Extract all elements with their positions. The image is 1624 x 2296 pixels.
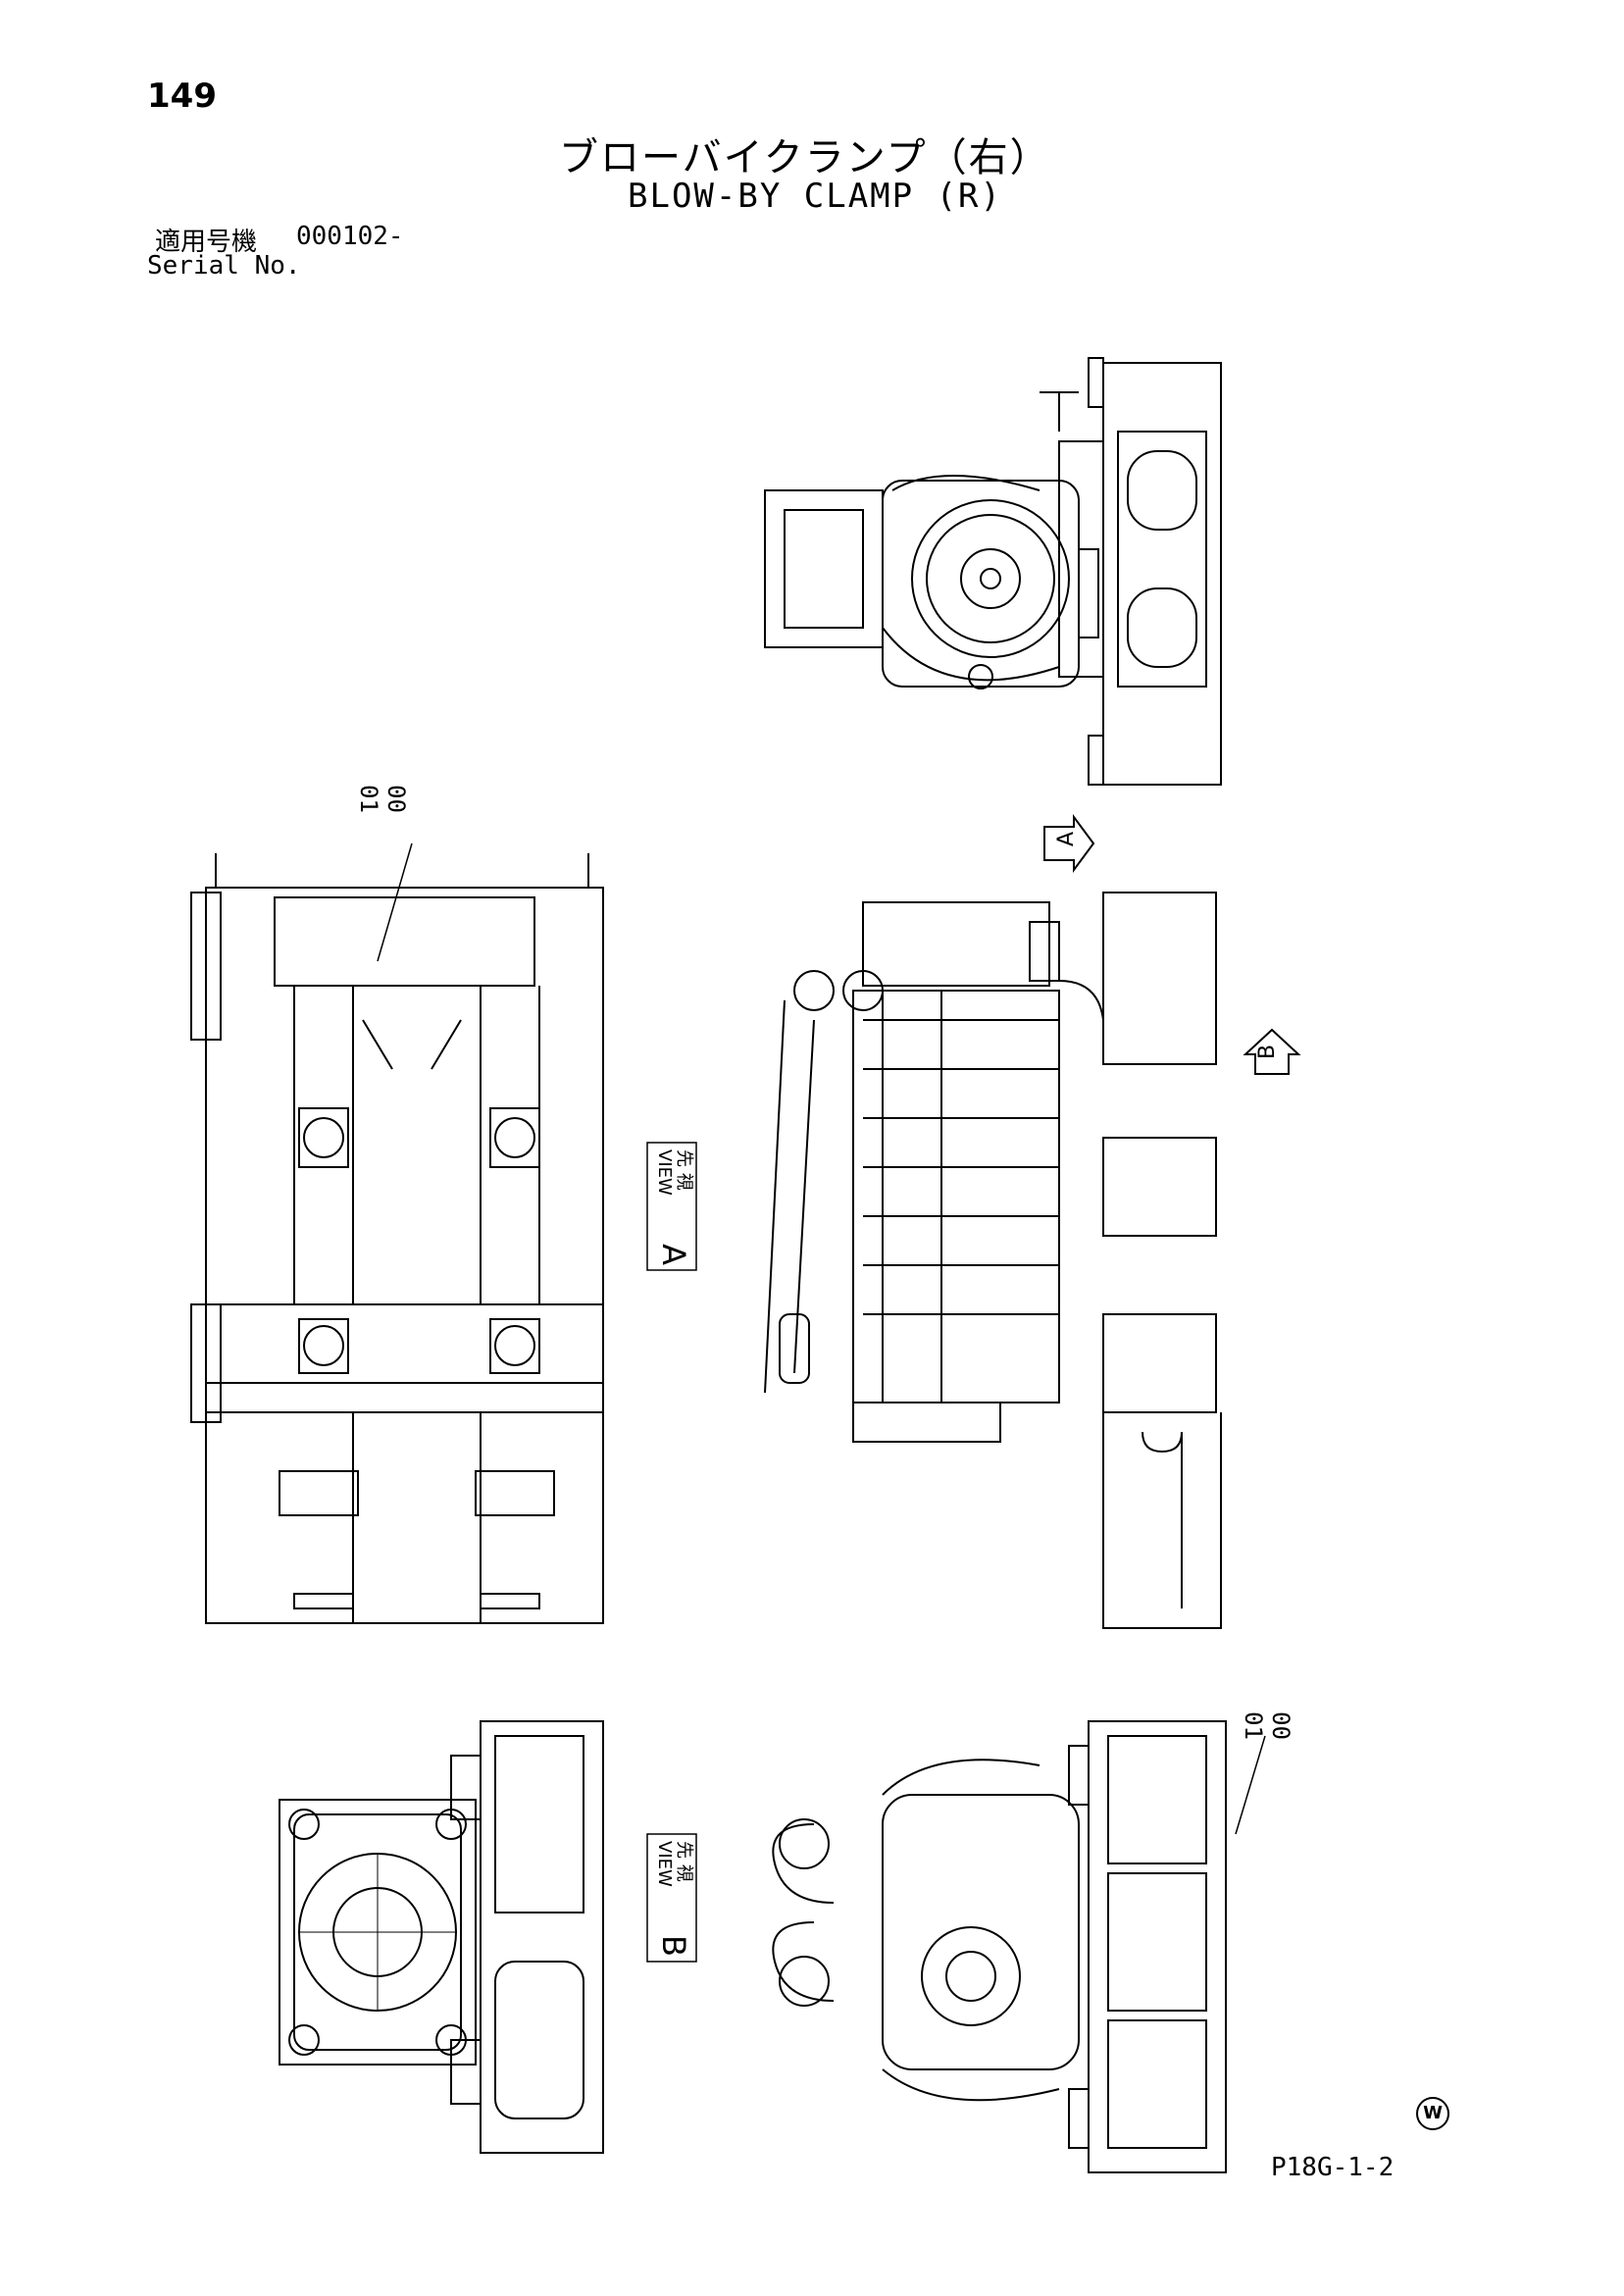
callout-bottom-right-00: 00 [1267,1711,1294,1740]
serial-value: 000102- [296,222,404,251]
view-b-letter: B [655,1935,692,1957]
callout-top-left-labels: 00 01 [355,785,410,813]
view-b-label: 先 視 VIEW B [651,1837,696,1961]
view-a-label: 先 視 VIEW A [651,1146,696,1269]
serial-label-english: Serial No. [147,251,301,281]
bottom-left-view-front [279,1720,604,2154]
callout-bottom-right-labels: 00 01 [1240,1711,1294,1740]
view-a-jp: 先 視 [674,1149,694,1191]
serial-label-japanese: 適用号機 [155,228,258,257]
view-a-letter: A [655,1244,692,1265]
callout-top-left-00: 00 [382,785,410,813]
arrow-a [1043,813,1095,874]
top-view-engine-rear [764,357,1222,786]
view-a-label-box [646,1142,697,1271]
view-b-label-box [646,1833,697,1963]
title-japanese: ブローバイクランプ（右） [559,135,1051,180]
page-number: 149 [147,77,217,116]
middle-view-engine-side [764,892,1222,1629]
left-view-frame [190,853,604,1624]
w-mark: W [1416,2097,1449,2130]
arrow-b-letter: B [1255,1044,1281,1060]
callout-top-left [377,842,413,962]
view-b-jp: 先 視 [674,1841,694,1882]
view-b-en: VIEW [654,1841,675,1887]
arrow-a-letter: A [1054,831,1080,847]
arrow-b [1243,1028,1301,1075]
bottom-right-view-engine-front [772,1720,1266,2173]
callout-bottom-right-01: 01 [1240,1711,1267,1740]
page-code: P18G-1-2 [1271,2153,1395,2182]
callout-top-left-01: 01 [355,785,382,813]
view-a-en: VIEW [654,1149,675,1196]
title-english: BLOW-BY CLAMP (R) [628,177,1002,216]
